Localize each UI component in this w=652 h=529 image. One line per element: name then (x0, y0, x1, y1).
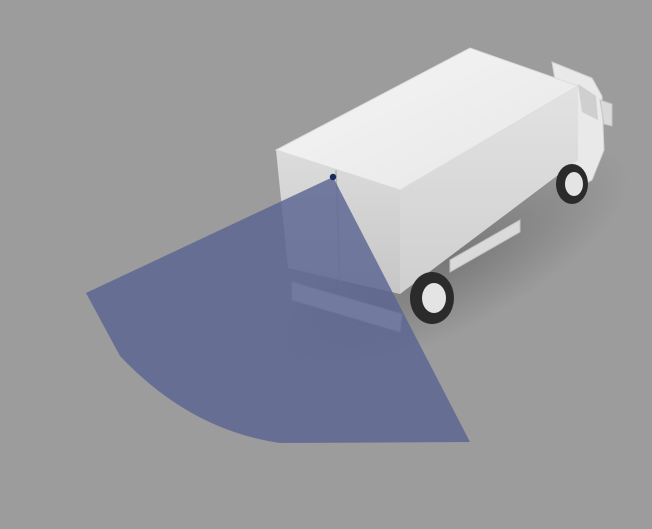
rear-wheel (410, 272, 454, 324)
camera-sensor-dot (330, 174, 336, 180)
front-wheel (556, 164, 588, 204)
